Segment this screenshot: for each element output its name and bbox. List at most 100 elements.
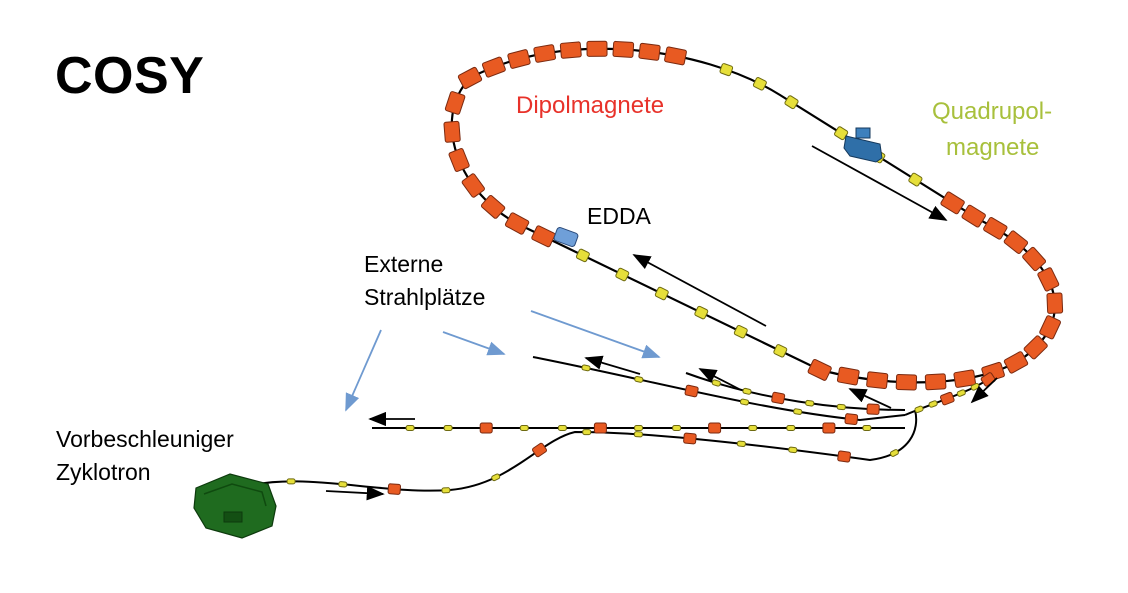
beamline-quadrupole	[441, 487, 451, 494]
quadrupole-magnet	[654, 286, 669, 301]
dipole-magnet	[1022, 246, 1047, 272]
beamline-quadrupole	[443, 425, 453, 431]
dipole-magnet	[533, 44, 557, 63]
quadrupole-magnet	[615, 267, 630, 282]
external-label-line1: Externe	[364, 251, 444, 277]
beamline-quadrupole	[748, 425, 758, 431]
beamline-dipole	[683, 432, 697, 445]
beamline-dipole	[866, 403, 880, 415]
dipole-magnet	[481, 56, 506, 78]
beamline-quadrupole	[956, 389, 966, 397]
direction-arrow	[811, 145, 948, 221]
dipole-magnet	[586, 40, 608, 57]
beamline-quadrupole	[914, 405, 924, 413]
quadrupole-magnet	[733, 324, 748, 339]
beamline-dipole	[822, 422, 836, 434]
beamline-dipole	[837, 450, 851, 463]
beamline-quadrupole	[634, 375, 644, 383]
beamline-quadrupole	[889, 449, 899, 457]
quadrupole-magnet	[752, 77, 767, 91]
beamline-dipole	[593, 422, 607, 434]
edda-label: EDDA	[587, 203, 651, 229]
dipole-magnet	[507, 49, 531, 69]
preaccelerator-label-line2: Zyklotron	[56, 459, 151, 485]
beamline-dipole	[479, 422, 493, 434]
dipole-magnet	[866, 371, 889, 390]
beamline-quadrupole	[633, 431, 643, 438]
dipole-magnet	[807, 358, 832, 381]
beamline-dipole	[844, 413, 859, 426]
dipole-magnet	[664, 46, 687, 66]
preaccelerator-label-line1: Vorbeschleuniger	[56, 426, 234, 452]
beamline-quadrupole	[786, 425, 796, 431]
beamline-quadrupole	[793, 408, 803, 415]
beamline-quadrupole	[634, 425, 643, 431]
beamline-quadrupole	[736, 440, 746, 448]
beamline-dipole	[939, 391, 955, 406]
beamline-quadrupole	[672, 425, 682, 431]
edda-detector	[553, 227, 579, 247]
quadrupole-magnet	[719, 63, 734, 77]
beamline-magnets	[286, 364, 996, 495]
beamline-quadrupole	[928, 400, 938, 408]
quadrupole-magnet	[575, 248, 590, 263]
beamline-quadrupole	[711, 379, 721, 387]
quadrupole-magnet	[784, 95, 799, 110]
page-title: COSY	[55, 47, 205, 105]
beamline-dipole	[532, 442, 547, 458]
direction-arrow	[584, 355, 641, 375]
beamline-dipole	[387, 483, 402, 495]
dipole-magnet	[1003, 351, 1029, 374]
dipole-magnet	[1039, 315, 1061, 340]
external-pointer-arrows	[345, 310, 661, 412]
beamline-quadrupole	[742, 387, 752, 395]
dipole-magnet	[443, 120, 461, 143]
dipole-magnet	[461, 173, 485, 198]
dipole-magnet	[983, 216, 1008, 240]
beamline-quadrupole	[405, 425, 415, 431]
dipole-magnet	[836, 366, 860, 386]
beamline-quadrupole	[805, 399, 815, 407]
dipole-magnet	[895, 373, 918, 391]
beamline-dipole	[684, 384, 699, 398]
beamline-quadrupole	[582, 429, 592, 436]
pointer-arrow	[442, 331, 506, 356]
blue-detector	[843, 127, 883, 163]
beamline-dipole	[708, 422, 722, 434]
dipole-magnet	[924, 373, 947, 391]
beamline-quadrupole	[519, 425, 529, 431]
quadrupole-label-line2: magnete	[946, 134, 1040, 161]
beamline-quadrupole	[491, 473, 501, 482]
quadrupole-label-line1: Quadrupol-	[932, 98, 1053, 125]
direction-arrow	[325, 485, 385, 501]
dipole-magnet	[612, 40, 635, 58]
beamline-dipole	[771, 391, 786, 405]
direction-arrow	[848, 388, 892, 409]
dipole-magnet	[1037, 267, 1060, 292]
dipole-magnet	[444, 91, 466, 115]
beamline-quadrupole	[739, 398, 750, 406]
dipole-magnet	[531, 225, 556, 248]
quadrupole-magnet	[694, 305, 709, 320]
beamline-quadrupole	[836, 403, 846, 411]
injection-beamline	[239, 409, 918, 492]
beamline-quadrupole	[557, 425, 567, 431]
quadrupole-magnet	[773, 344, 788, 358]
direction-arrow	[632, 254, 767, 327]
direction-arrow	[698, 368, 742, 391]
dipole-magnet	[1046, 292, 1064, 314]
external-label-line2: Strahlplätze	[364, 284, 486, 310]
beamline-quadrupole	[581, 364, 591, 372]
pointer-arrow	[345, 329, 382, 412]
direction-arrow	[970, 377, 998, 404]
beamline-quadrupole	[862, 425, 872, 431]
dipole-magnet	[953, 369, 976, 388]
beamline-quadrupole	[788, 446, 798, 454]
dipole-magnet	[448, 148, 470, 172]
beamline-quadrupole	[338, 481, 348, 488]
pointer-arrow	[530, 310, 661, 359]
beam-direction-arrows	[325, 145, 998, 501]
dipole-magnet	[1023, 335, 1048, 360]
